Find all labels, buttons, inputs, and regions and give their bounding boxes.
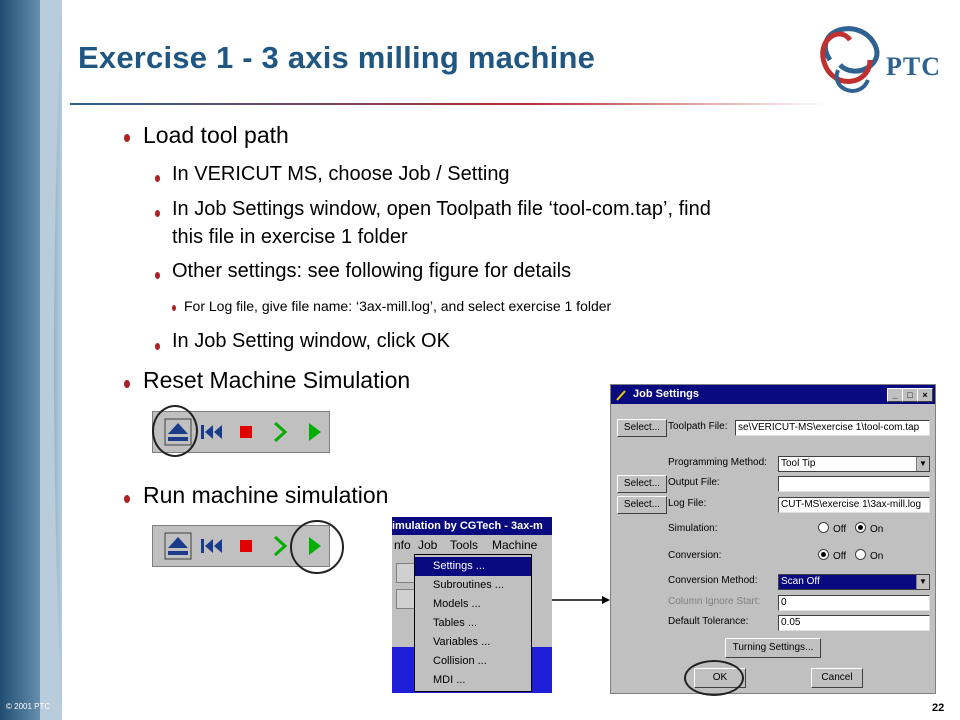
menu-item-tables[interactable]: Tables ... [433,617,478,629]
bullet-choose-job: In VERICUT MS, choose Job / Setting [172,163,510,185]
bullet-dot [155,210,160,217]
rewind-icon[interactable] [197,531,227,561]
simulation-off-radio[interactable]: Off [818,522,846,537]
job-dropdown-menu: Settings ... Subroutines ... Models ... … [414,554,532,692]
simulation-on-radio[interactable]: On [855,522,883,537]
menu-info[interactable]: nfo [394,538,411,552]
bullet-open-toolpath: In Job Settings window, open Toolpath fi… [172,198,711,220]
page-number: 22 [932,702,945,714]
bullet-log-file: For Log file, give file name: ‘3ax-mill.… [184,298,612,314]
title-underline [70,103,830,105]
arrow-icon [552,596,610,604]
maximize-icon[interactable]: □ [902,388,918,402]
radio-label: Off [833,551,847,562]
reset-icon[interactable] [163,531,193,561]
bullet-dot [172,305,176,311]
turning-settings-button[interactable]: Turning Settings... [725,638,821,658]
menu-machine[interactable]: Machine [492,538,538,552]
stop-icon[interactable] [231,531,261,561]
radio-label: On [870,551,884,562]
simulation-label: Simulation: [668,523,718,534]
cancel-button[interactable]: Cancel [811,668,863,688]
bullet-dot [155,175,160,182]
default-tolerance-field[interactable]: 0.05 [778,615,930,631]
menu-item-models[interactable]: Models ... [433,598,481,610]
toolpath-label: Toolpath File: [668,421,728,432]
menu-tools[interactable]: Tools [450,538,479,552]
output-file-field[interactable] [778,476,930,492]
programming-method-label: Programming Method: [668,457,767,468]
menu-item-subroutines[interactable]: Subroutines ... [433,579,504,591]
highlight-circle [152,405,198,457]
bullet-run-simulation: Run machine simulation [143,482,389,508]
programming-method-select[interactable]: Tool Tip ▼ [778,456,930,472]
highlight-circle [684,660,744,696]
toolpath-select-button[interactable]: Select... [617,419,667,437]
menu-item-settings[interactable]: Settings ... [415,557,531,576]
highlight-circle [290,520,344,574]
log-select-button[interactable]: Select... [617,496,667,514]
column-ignore-field[interactable]: 0 [778,595,930,611]
output-file-label: Output File: [668,477,720,488]
conversion-method-value: Scan Off [781,576,820,587]
radio-label: On [870,524,884,535]
sidebar-curve [40,0,62,720]
step-icon[interactable] [265,531,295,561]
conversion-label: Conversion: [668,550,722,561]
log-file-label: Log File: [668,498,707,509]
menu-item-mdi[interactable]: MDI ... [433,674,466,686]
ptc-logo-icon [820,26,880,93]
slide-title: Exercise 1 - 3 axis milling machine [78,40,596,75]
close-icon[interactable]: × [917,388,933,402]
bullet-reset-simulation: Reset Machine Simulation [143,367,411,393]
default-tolerance-label: Default Tolerance: [668,616,749,627]
bullet-click-ok: In Job Setting window, click OK [172,330,450,352]
toolpath-field[interactable]: se\VERICUT-MS\exercise 1\tool-com.tap [735,420,930,436]
bullet-dot [124,380,130,388]
log-file-field[interactable]: CUT-MS\exercise 1\3ax-mill.log [778,497,930,513]
dialog-title-bar: Job Settings _ □ × [611,385,935,404]
bullet-dot [124,134,130,142]
bullet-dot [155,343,160,350]
chevron-down-icon: ▼ [916,575,929,589]
job-settings-dialog: Job Settings _ □ × Select... Toolpath Fi… [610,384,936,694]
radio-label: Off [833,524,847,535]
step-icon[interactable] [265,417,295,447]
conversion-off-radio[interactable]: Off [818,549,846,564]
stop-icon[interactable] [231,417,261,447]
copyright-text: © 2001 PTC [6,702,51,711]
radio-icon [818,522,829,533]
programming-method-value: Tool Tip [781,458,816,469]
logo-text: PTC [886,52,941,81]
play-icon[interactable] [299,417,329,447]
radio-selected-icon [855,522,866,533]
output-select-button[interactable]: Select... [617,475,667,493]
conversion-on-radio[interactable]: On [855,549,883,564]
chevron-down-icon: ▼ [916,457,929,471]
bullet-load-tool-path: Load tool path [143,122,289,148]
bullet-dot [124,495,130,503]
menu-item-variables[interactable]: Variables ... [433,636,491,648]
minimize-icon[interactable]: _ [887,388,903,402]
bullet-dot [155,272,160,279]
rewind-icon[interactable] [197,417,227,447]
bullet-open-toolpath-cont: this file in exercise 1 folder [172,226,408,248]
conversion-method-label: Conversion Method: [668,575,758,586]
menu-item-collision[interactable]: Collision ... [433,655,487,667]
bullet-other-settings: Other settings: see following figure for… [172,260,572,282]
conversion-method-select[interactable]: Scan Off ▼ [778,574,930,590]
toolbar-icon [396,563,416,583]
toolbar-icon [396,589,416,609]
dialog-title: Job Settings [633,388,700,400]
column-ignore-label: Column Ignore Start: [668,596,761,607]
radio-icon [855,549,866,560]
menu-job[interactable]: Job [418,538,438,552]
wand-icon [616,390,626,401]
radio-selected-icon [818,549,829,560]
menu-bar: nfo Job Tools Machine [392,535,552,555]
menu-window-title: imulation by CGTech - 3ax-m [392,517,552,535]
